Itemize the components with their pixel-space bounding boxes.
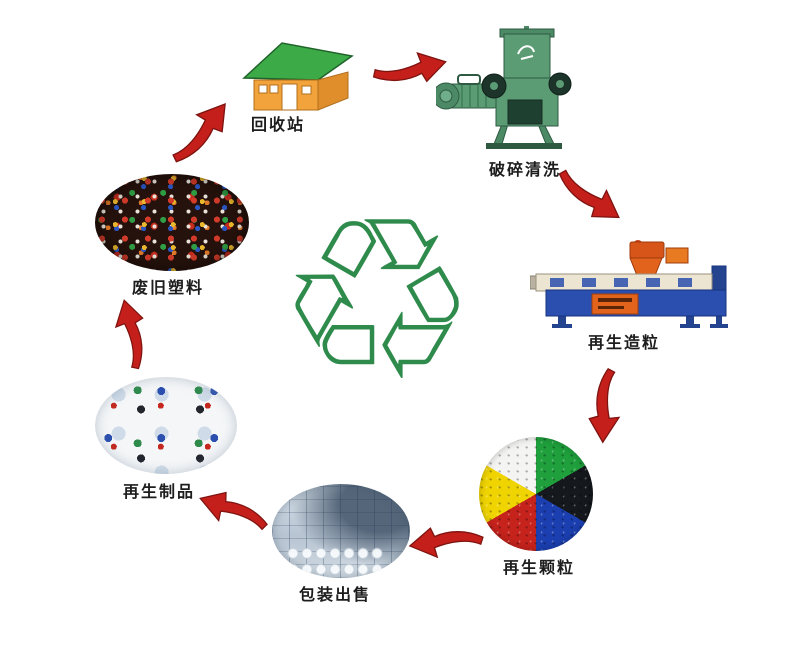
label-recycled-products: 再生制品 — [122, 482, 195, 501]
label-pelletizing: 再生造粒 — [587, 333, 660, 352]
arrow-granules-to-packaging — [408, 527, 484, 559]
arrow-packaging-to-products — [199, 491, 268, 531]
recycling-symbol-icon: ♲ — [276, 170, 478, 431]
arrow-crushing-to-pelletizing — [558, 169, 620, 219]
crushing-washing-machine-icon — [436, 26, 572, 149]
label-recycling-station: 回收站 — [250, 115, 305, 134]
label-crushing-washing: 破碎清洗 — [488, 160, 561, 179]
pelletizing-machine-icon — [530, 240, 728, 328]
arrow-waste-to-station — [172, 103, 226, 163]
label-recycled-granules: 再生颗粒 — [502, 558, 575, 577]
recycled-granules-pie-icon — [479, 437, 593, 551]
arrow-station-to-crushing — [372, 52, 447, 83]
recycling-station-house-icon — [242, 42, 354, 111]
arrow-pelletizing-to-granules — [588, 367, 621, 444]
packaged-bottles-photo — [272, 484, 410, 578]
label-waste-plastics: 废旧塑料 — [131, 278, 204, 297]
waste-plastics-photo — [95, 174, 249, 271]
label-packaging-sale: 包装出售 — [298, 585, 371, 604]
arrow-products-to-waste — [114, 299, 144, 370]
recycled-products-photo — [95, 377, 237, 474]
